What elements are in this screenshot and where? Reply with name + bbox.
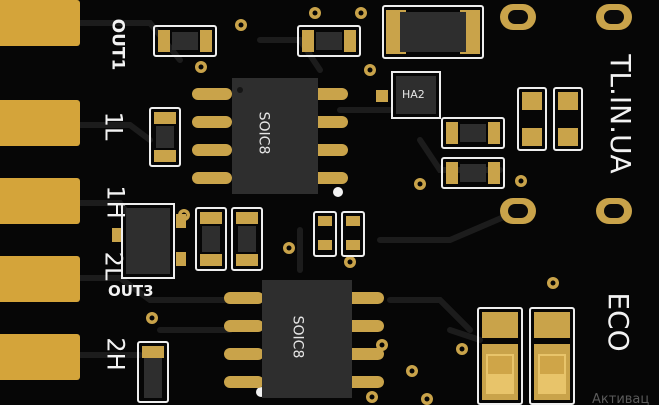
ic-u1: SOIC8	[190, 78, 350, 196]
1l-pad	[0, 100, 80, 146]
model-label: ECO	[602, 292, 635, 352]
1h-pad	[0, 178, 80, 224]
u1-label: SOIC8	[255, 111, 272, 155]
site-label: TL.IN.UA	[604, 54, 637, 174]
out1-pad	[0, 0, 80, 46]
ic-u2: SOIC8	[222, 280, 386, 398]
2l-pad	[0, 256, 80, 302]
watermark-text: Активац	[592, 392, 650, 405]
out3-label: OUT3	[108, 282, 154, 300]
u2-label: SOIC8	[289, 315, 306, 359]
ha2-label: HA2	[402, 88, 425, 101]
2h-pad	[0, 334, 80, 380]
